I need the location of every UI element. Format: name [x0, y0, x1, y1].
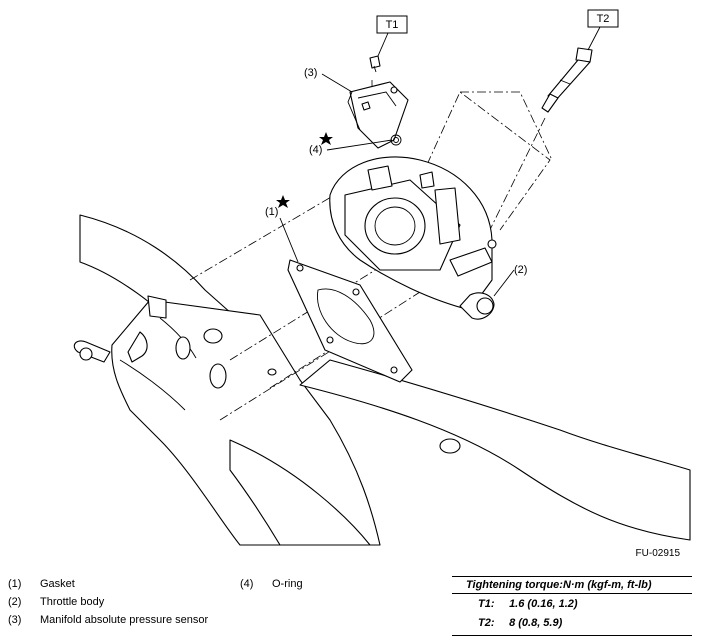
torque-spec-table: Tightening torque:N·m (kgf-m, ft-lb) T1:…: [452, 576, 692, 636]
torque-row: T1: 1.6 (0.16, 1.2): [452, 594, 692, 613]
figure-code: FU-02915: [635, 548, 680, 559]
throttle-body-part: [329, 156, 497, 320]
callout-gasket: (1): [265, 206, 278, 218]
legend-number: (3): [8, 614, 22, 626]
torque-value: 8 (0.8, 5.9): [509, 617, 563, 629]
map-sensor-part: [347, 81, 409, 149]
torque-row: T2: 8 (0.8, 5.9): [452, 613, 692, 636]
star-icon: [276, 195, 290, 208]
legend-text: Throttle body: [40, 596, 105, 608]
torque-key: T1:: [478, 598, 495, 610]
torque-value: 1.6 (0.16, 1.2): [509, 598, 578, 610]
torque-key: T2:: [478, 617, 495, 629]
callout-o-ring: (4): [309, 144, 322, 156]
legend-text: Gasket: [40, 578, 75, 590]
bolt-t2: [541, 47, 593, 113]
callout-throttle-body: (2): [514, 264, 527, 276]
legend-number: (2): [8, 596, 22, 608]
callout-map-sensor: (3): [304, 67, 317, 79]
legend-number: (4): [240, 578, 254, 590]
intake-manifold: [73, 214, 691, 546]
legend-text: O-ring: [272, 578, 303, 590]
legend-number: (1): [8, 578, 22, 590]
leader-gasket: [279, 217, 299, 263]
legend-text: Manifold absolute pressure sensor: [40, 614, 209, 626]
screw-t1: [369, 55, 381, 73]
exploded-view-diagram: T1 T2 (3) (4) (1) (2): [73, 9, 691, 546]
torque-tag-t2: T2: [587, 9, 619, 51]
tag-label-t2: T2: [597, 13, 610, 25]
star-icon: [319, 132, 333, 145]
leader-map-sensor: [321, 73, 353, 93]
gasket-part: [287, 259, 413, 383]
torque-tag-t1: T1: [376, 15, 408, 57]
leader-throttle-body: [493, 269, 515, 297]
leader-o-ring: [326, 139, 393, 151]
tag-label-t1: T1: [386, 19, 399, 31]
torque-heading: Tightening torque:N·m (kgf-m, ft-lb): [452, 576, 692, 594]
